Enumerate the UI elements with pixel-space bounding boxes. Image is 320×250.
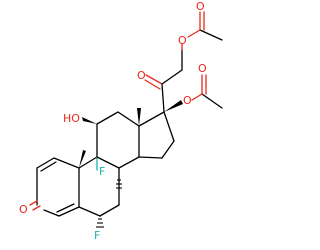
ring-d [138, 111, 175, 159]
hash-bond-c6-f [96, 218, 104, 228]
molecular-structure-diagram: O O O O O HO F F O [19, 0, 223, 242]
atom-fluorine-c6: F [94, 229, 100, 242]
atom-o-carbonyl-17-acetate: O [198, 62, 207, 75]
acetate-wedge-c17 [164, 100, 183, 112]
ketone-bond-c3-double [29, 200, 38, 206]
c17-side-chain [144, 11, 223, 113]
atom-o-ester-c21: O [178, 34, 187, 47]
atom-o-ketone-c3: O [19, 203, 28, 216]
atom-o-ketone-c20: O [137, 69, 146, 82]
atom-hydroxyl-c11: HO [63, 112, 80, 125]
ring-c [96, 111, 140, 169]
methyl-wedge-c13 [137, 108, 141, 126]
hash-bond-c8-h [116, 179, 122, 189]
ring-a [36, 157, 80, 217]
methyl-wedge-c10 [79, 150, 86, 168]
ring-b [78, 156, 120, 217]
atom-fluorine-c9: F [99, 165, 105, 178]
c17-acetate [191, 74, 223, 109]
ketone-bond-c3 [32, 205, 41, 211]
hydroxyl-wedge-c11 [82, 117, 97, 124]
atom-o-carbonyl-21-acetate: O [196, 0, 205, 13]
atom-o-ester-c17: O [183, 94, 192, 107]
